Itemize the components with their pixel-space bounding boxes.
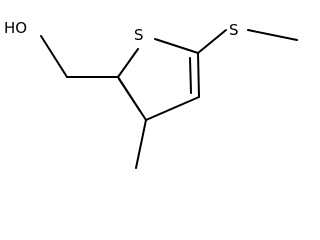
bond-s1-c5 [154, 38, 199, 54]
bond-c5-c4-inner [189, 57, 192, 94]
bond-o-ch2 [40, 35, 68, 78]
bond-c5-c4 [197, 52, 200, 98]
bond-c4-c3 [145, 96, 200, 121]
thioether-sulfur-label: S [229, 21, 239, 39]
bond-c3-c2-inner [118, 78, 141, 112]
hydroxyl-label: HO [4, 19, 27, 37]
bond-c2-s1 [117, 48, 139, 78]
molecule-structure: HO S S [4, 19, 298, 169]
ring-sulfur-label: S [134, 26, 144, 44]
bond-c3-ch3 [135, 119, 147, 169]
bond-s-methyl-ch3 [247, 29, 298, 41]
bond-c5-s-methyl [197, 29, 227, 54]
